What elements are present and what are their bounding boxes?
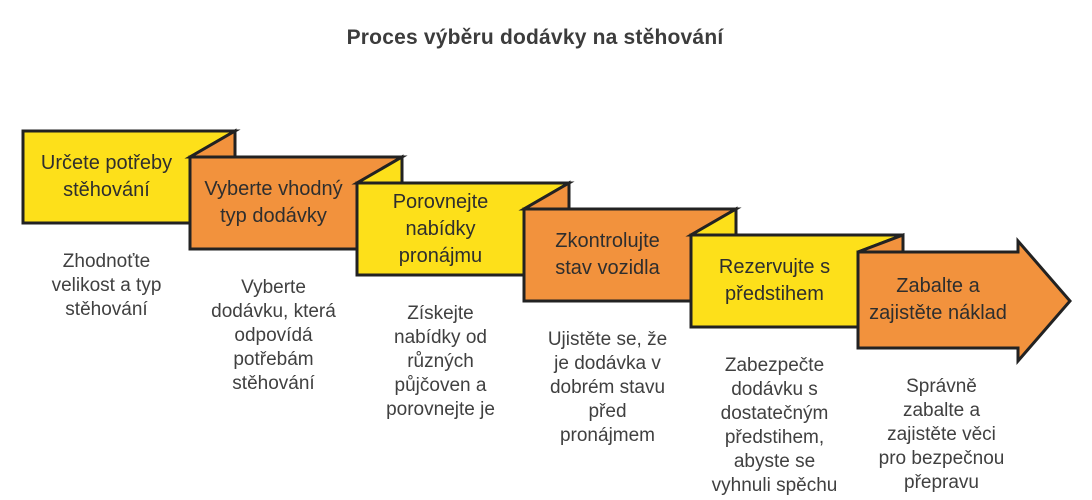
step-6-description: Správně zabalte a zajistěte věci pro bez… bbox=[878, 376, 1005, 493]
step-5-label: Rezervujte s předstihem bbox=[718, 256, 831, 305]
step-1-description: Zhodnoťte velikost a typ stěhování bbox=[51, 251, 162, 320]
step-6-arrow-shape bbox=[856, 236, 1072, 366]
step-1-label: Určete potřeby stěhování bbox=[40, 152, 173, 201]
step-6-label: Zabalte a zajistěte náklad bbox=[869, 275, 1007, 324]
step-2-label: Vyberte vhodný typ dodávky bbox=[204, 178, 343, 227]
fold-3-4 bbox=[518, 180, 571, 211]
fold-1-2 bbox=[184, 128, 237, 159]
fold-2-3 bbox=[351, 154, 404, 185]
fold-4-5 bbox=[685, 206, 738, 237]
step-4-description: Ujistěte se, že je dodávka v dobrém stav… bbox=[547, 329, 668, 446]
step-2-description: Vyberte dodávku, která odpovídá potřebám… bbox=[211, 277, 336, 394]
step-4-label: Zkontrolujte stav vozidla bbox=[555, 230, 660, 279]
step-5-description: Zabezpečte dodávku s dostatečným předsti… bbox=[711, 355, 838, 496]
diagram-title: Proces výběru dodávky na stěhování bbox=[346, 26, 724, 49]
step-3-label: Porovnejte nabídky pronájmu bbox=[392, 190, 489, 267]
step-3-description: Získejte nabídky od různých půjčoven a p… bbox=[386, 303, 495, 420]
